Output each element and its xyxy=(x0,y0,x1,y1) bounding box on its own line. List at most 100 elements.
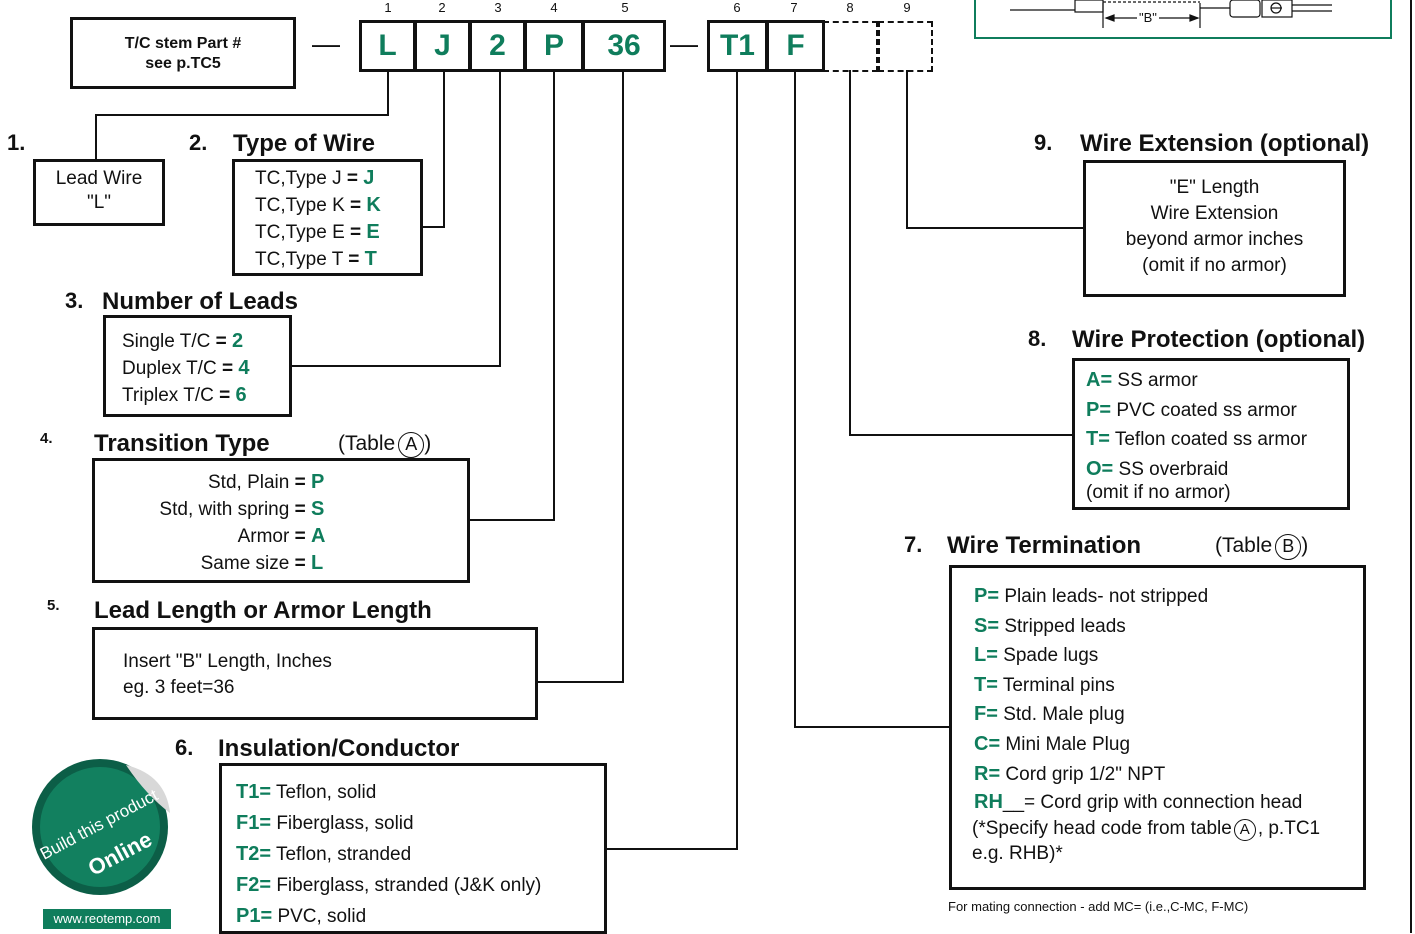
section-9-number: 9. xyxy=(1034,130,1053,155)
section-5-number: 5. xyxy=(47,597,60,614)
transition-row: Armor = A xyxy=(237,525,326,547)
lead-wire-line2: "L" xyxy=(86,192,112,213)
lead-length-line2: eg. 3 feet=36 xyxy=(123,677,235,698)
termination-row: T= Terminal pins xyxy=(974,673,1115,696)
insulation-row: T2= Teflon, stranded xyxy=(236,843,412,865)
section-4-title: Transition Type xyxy=(94,430,270,457)
lead-length-line1: Insert "B" Length, Inches xyxy=(123,651,332,672)
section-3-title: Number of Leads xyxy=(102,288,299,315)
wire-row: TC,Type T = T xyxy=(255,248,377,270)
section-1-number: 1. xyxy=(7,130,26,155)
code-box-6: T1 xyxy=(707,20,768,72)
lead-wire-box: Lead Wire "L" xyxy=(33,159,165,226)
code-box-1: L xyxy=(359,20,416,72)
termination-row: S= Stripped leads xyxy=(974,614,1126,637)
section-8-number: 8. xyxy=(1028,326,1047,351)
build-online-badge[interactable]: Build this product Online www.reotemp.co… xyxy=(16,735,184,930)
stem-line2: see p.TC5 xyxy=(145,55,221,72)
protection-row: T= Teflon coated ss armor xyxy=(1086,428,1308,450)
code-box-4: P xyxy=(524,20,584,72)
wire-extension-box: "E" Length Wire Extension beyond armor i… xyxy=(1083,160,1346,297)
protection-note: (omit if no armor) xyxy=(1086,482,1231,503)
circle-letter-a: A xyxy=(1233,819,1256,842)
circle-letter-a: A xyxy=(398,432,425,458)
code-number: 3 xyxy=(494,0,502,15)
badge-sticker-icon xyxy=(32,759,170,895)
code-number: 8 xyxy=(846,0,854,15)
stem-line1: T/C stem Part # xyxy=(124,35,242,52)
protection-row: A= SS armor xyxy=(1086,369,1198,391)
section-6-number: 6. xyxy=(175,735,194,760)
transition-row: Same size = L xyxy=(200,552,324,574)
code-box-8 xyxy=(823,21,878,72)
section-5-title: Lead Length or Armor Length xyxy=(94,597,432,624)
termination-note2: e.g. RHB)* xyxy=(972,843,1063,865)
code-number: 6 xyxy=(733,0,741,15)
protection-row: P= PVC coated ss armor xyxy=(1086,398,1297,421)
section-4-number: 4. xyxy=(40,430,53,447)
code-box-3: 2 xyxy=(469,20,526,72)
wire-protection-box: A= SS armor P= PVC coated ss armor T= Te… xyxy=(1072,358,1350,510)
termination-row: RH__= Cord grip with connection head xyxy=(974,791,1303,814)
wire-row: TC,Type K = K xyxy=(255,194,381,216)
termination-row: L= Spade lugs xyxy=(974,644,1099,667)
dash-separator: — xyxy=(670,28,698,59)
type-of-wire-box: TC,Type J = J TC,Type K = K TC,Type E = … xyxy=(232,159,423,276)
extension-line: Wire Extension xyxy=(1150,203,1279,224)
code-box-5: 36 xyxy=(582,20,666,72)
section-7-number: 7. xyxy=(904,532,923,557)
b-dimension-label: "B" xyxy=(1137,10,1159,25)
leads-row: Triplex T/C = 6 xyxy=(122,384,247,406)
extension-line: "E" Length xyxy=(1169,177,1260,198)
insulation-row: P1= PVC, solid xyxy=(236,905,367,927)
section-7-title: Wire Termination xyxy=(947,532,1142,559)
termination-row: R= Cord grip 1/2" NPT xyxy=(974,762,1166,785)
code-box-7: F xyxy=(766,20,825,72)
lead-length-box: Insert "B" Length, Inches eg. 3 feet=36 xyxy=(92,627,538,720)
code-number: 7 xyxy=(790,0,798,15)
transition-row: Std, with spring = S xyxy=(159,498,325,520)
section-9-title: Wire Extension (optional) xyxy=(1080,130,1370,157)
page-edge-rule xyxy=(1410,0,1412,933)
insulation-row: F1= Fiberglass, solid xyxy=(236,812,414,834)
extension-line: beyond armor inches xyxy=(1125,229,1304,250)
wire-row: TC,Type E = E xyxy=(255,221,380,243)
section-8-title: Wire Protection (optional) xyxy=(1072,326,1366,353)
code-number: 1 xyxy=(384,0,392,15)
circle-letter-b: B xyxy=(1275,534,1302,560)
wire-row: TC,Type J = J xyxy=(255,167,375,189)
transition-type-box: Std, Plain = P Std, with spring = S Armo… xyxy=(92,458,470,583)
termination-row: C= Mini Male Plug xyxy=(974,732,1131,755)
badge-url[interactable]: www.reotemp.com xyxy=(43,909,171,929)
leads-row: Duplex T/C = 4 xyxy=(122,357,250,379)
section-2-title: Type of Wire xyxy=(233,130,376,157)
code-box-9 xyxy=(878,21,933,72)
lead-wire-line1: Lead Wire xyxy=(55,168,143,189)
extension-line: (omit if no armor) xyxy=(1142,255,1287,276)
termination-row: F= Std. Male plug xyxy=(974,703,1125,726)
termination-row: P= Plain leads- not stripped xyxy=(974,585,1209,607)
insulation-box: T1= Teflon, solid F1= Fiberglass, solid … xyxy=(219,763,607,934)
insulation-row: F2= Fiberglass, stranded (J&K only) xyxy=(236,874,542,896)
number-of-leads-box: Single T/C = 2 Duplex T/C = 4 Triplex T/… xyxy=(103,315,292,417)
protection-row: O= SS overbraid xyxy=(1086,457,1229,480)
code-box-2: J xyxy=(414,20,471,72)
section-6-title: Insulation/Conductor xyxy=(218,735,460,762)
code-number: 4 xyxy=(550,0,558,15)
code-number: 9 xyxy=(903,0,911,15)
insulation-row: T1= Teflon, solid xyxy=(236,781,377,803)
code-number: 2 xyxy=(438,0,446,15)
leads-row: Single T/C = 2 xyxy=(122,330,244,352)
section-2-number: 2. xyxy=(189,130,208,155)
transition-row: Std, Plain = P xyxy=(208,471,325,493)
dash-separator: — xyxy=(312,28,340,59)
wire-termination-box: P= Plain leads- not stripped S= Stripped… xyxy=(949,565,1366,890)
section-3-number: 3. xyxy=(65,288,84,313)
code-number: 5 xyxy=(621,0,629,15)
mating-connection-note: For mating connection - add MC= (i.e.,C-… xyxy=(948,899,1249,914)
stem-part-box: T/C stem Part # see p.TC5 xyxy=(70,17,296,89)
